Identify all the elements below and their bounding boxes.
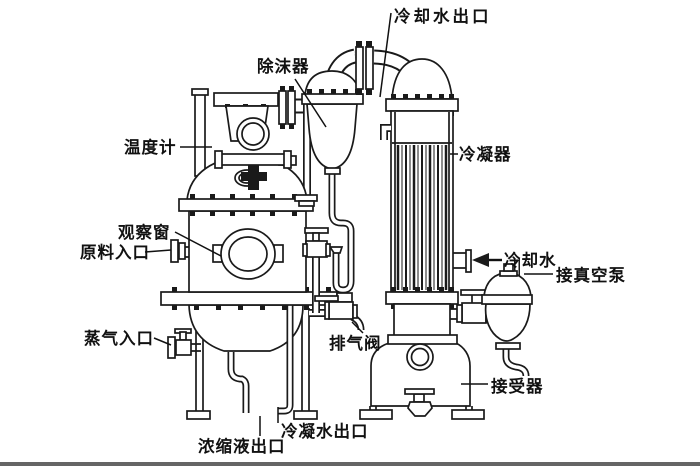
condensate-pipe bbox=[278, 305, 294, 415]
receiver-right-foot bbox=[451, 409, 485, 420]
leader-exhaust-valve bbox=[351, 321, 364, 334]
label-condenser: 冷凝器 bbox=[459, 144, 512, 164]
demister-bottom-stub bbox=[324, 167, 341, 175]
dome-nozzle bbox=[294, 194, 318, 207]
vapor-line-flange bbox=[278, 86, 296, 129]
trap-bottom-flange bbox=[495, 342, 521, 350]
label-thermometer: 温度计 bbox=[124, 137, 177, 157]
leader-lines bbox=[144, 12, 553, 436]
label-condensate-water-outlet: 冷凝水出口 bbox=[281, 421, 369, 441]
upper-flange-bolts bbox=[190, 194, 297, 216]
upper-flange bbox=[178, 198, 314, 212]
condenser-column bbox=[373, 49, 502, 338]
leader-observation-window bbox=[174, 231, 222, 257]
label-receiver: 接受器 bbox=[491, 376, 544, 396]
condenser-lower-section bbox=[393, 303, 451, 338]
label-steam-inlet: 蒸气入口 bbox=[84, 328, 154, 348]
receiver-porthole bbox=[406, 343, 434, 371]
leader-raw-material-inlet bbox=[144, 249, 172, 253]
cooling-water-arrow-icon bbox=[472, 253, 502, 267]
trap-spout bbox=[502, 349, 530, 377]
dome-side-valve bbox=[302, 227, 331, 258]
demister-drain-u-tube bbox=[328, 174, 355, 294]
label-raw-material-inlet: 原料入口 bbox=[80, 242, 150, 262]
condenser-bottom-flange bbox=[385, 291, 459, 305]
evaporator-legs bbox=[186, 308, 318, 420]
condenser-top-flange bbox=[385, 98, 459, 112]
right-foot bbox=[293, 410, 318, 420]
evaporator-vessel bbox=[160, 86, 338, 420]
cooling-water-outlet-stub bbox=[380, 124, 391, 140]
leader-steam-inlet bbox=[153, 337, 172, 346]
trap-flange bbox=[481, 294, 533, 305]
raw-material-nozzle bbox=[170, 239, 189, 263]
trap-cap-nub bbox=[503, 263, 514, 272]
pressure-gauge bbox=[236, 117, 270, 190]
leader-demister bbox=[294, 78, 327, 128]
label-concentrated-liquid-outlet: 浓缩液出口 bbox=[198, 436, 286, 456]
lower-flange bbox=[160, 291, 338, 306]
label-demister: 除沫器 bbox=[257, 56, 310, 76]
receiver-top-flange bbox=[387, 334, 458, 345]
receiver-tank bbox=[359, 334, 485, 420]
left-foot bbox=[186, 410, 211, 420]
label-cooling-water-outlet: 冷却水出口 bbox=[394, 6, 492, 26]
label-to-vacuum-pump: 接真空泵 bbox=[556, 265, 626, 285]
side-pipework bbox=[302, 227, 365, 331]
thermometer-tube bbox=[191, 88, 209, 177]
demister-vessel bbox=[301, 48, 364, 294]
scan-edge-strip bbox=[0, 462, 700, 466]
receiver-left-foot bbox=[359, 409, 393, 420]
receiver-drain-valve bbox=[404, 388, 435, 417]
label-exhaust-valve: 排气阀 bbox=[329, 333, 382, 353]
tube-bundle bbox=[396, 145, 448, 290]
trap-body bbox=[484, 303, 531, 342]
exhaust-valve bbox=[314, 292, 365, 331]
overhead-pipe-flange bbox=[355, 41, 374, 95]
receiver-body bbox=[370, 342, 471, 407]
label-observation-window: 观察窗 bbox=[118, 222, 171, 242]
demister-flange bbox=[301, 93, 364, 105]
concentrate-drain-pipe bbox=[227, 352, 250, 413]
leader-cooling-water-outlet bbox=[379, 12, 392, 98]
labels: 冷却水出口 除沫器 温度计 冷凝器 观察窗 原料入口 冷却水 接真空泵 蒸气入口… bbox=[80, 6, 626, 456]
steam-inlet-valve bbox=[167, 328, 201, 359]
vacuum-trap bbox=[481, 258, 533, 377]
label-cooling-water: 冷却水 bbox=[504, 250, 557, 270]
condenser-head bbox=[391, 58, 453, 100]
cooling-water-inlet-nozzle bbox=[453, 249, 472, 273]
bottom-dish bbox=[188, 304, 304, 352]
